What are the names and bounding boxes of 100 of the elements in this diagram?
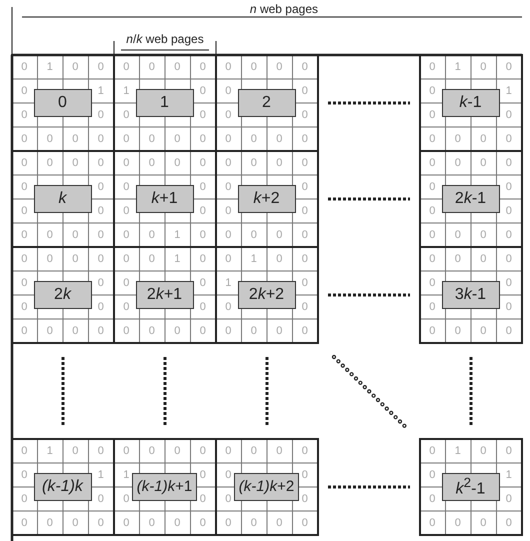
block-label: 2k+2 <box>238 280 296 308</box>
matrix-entry: 0 <box>21 156 28 168</box>
matrix-entry: 0 <box>200 492 206 504</box>
block-label: 0 <box>34 88 92 116</box>
matrix-entry: 0 <box>429 300 436 312</box>
matrix-entry: 0 <box>123 132 130 144</box>
matrix-entry: 0 <box>72 60 78 72</box>
matrix-entry: 0 <box>302 300 308 312</box>
block-label: k$^{2}$-1 <box>442 472 500 500</box>
matrix-entry: 0 <box>250 444 257 456</box>
matrix-entry: 0 <box>506 228 512 240</box>
matrix-entry: 1 <box>46 60 53 72</box>
block-label: 1 <box>136 88 194 116</box>
matrix-entry: 0 <box>506 132 512 144</box>
matrix-entry: 0 <box>72 252 78 264</box>
matrix-entry: 0 <box>276 324 282 336</box>
matrix-entry: 0 <box>225 516 232 528</box>
matrix-entry: 0 <box>302 276 308 288</box>
matrix-entry: 0 <box>429 204 436 216</box>
matrix-entry: 0 <box>200 108 206 120</box>
matrix-entry: 0 <box>506 252 512 264</box>
matrix-entry: 0 <box>72 516 78 528</box>
matrix-entry: 0 <box>276 444 282 456</box>
matrix-entry: 0 <box>429 516 436 528</box>
matrix-entry: 0 <box>250 60 257 72</box>
matrix-entry: 0 <box>200 324 206 336</box>
matrix-entry: 0 <box>250 228 257 240</box>
matrix-entry: 0 <box>506 324 512 336</box>
matrix-entry: 0 <box>506 516 512 528</box>
matrix-entry: 1 <box>123 468 130 480</box>
matrix-block <box>214 438 320 536</box>
matrix-entry: 0 <box>302 156 308 168</box>
matrix-entry: 0 <box>429 132 436 144</box>
matrix-entry: 0 <box>98 228 104 240</box>
matrix-entry: 0 <box>72 132 78 144</box>
matrix-entry: 0 <box>46 324 53 336</box>
matrix-entry: 0 <box>250 132 257 144</box>
matrix-block <box>418 54 524 152</box>
matrix-entry: 0 <box>98 492 104 504</box>
matrix-entry: 0 <box>225 180 232 192</box>
matrix-entry: 0 <box>21 60 28 72</box>
matrix-entry: 0 <box>302 492 308 504</box>
matrix-entry: 1 <box>123 84 130 96</box>
matrix-entry: 0 <box>506 444 512 456</box>
matrix-entry: 0 <box>225 60 232 72</box>
matrix-entry: 0 <box>225 204 232 216</box>
matrix-entry: 0 <box>200 60 206 72</box>
matrix-entry: 0 <box>250 516 257 528</box>
matrix-entry: 0 <box>506 300 512 312</box>
matrix-entry: 0 <box>174 324 180 336</box>
matrix-entry: 0 <box>174 132 180 144</box>
matrix-entry: 0 <box>302 252 308 264</box>
matrix-entry: 0 <box>148 156 155 168</box>
matrix-entry: 0 <box>46 516 53 528</box>
matrix-entry: 0 <box>200 276 206 288</box>
block-label: k-1 <box>442 88 500 116</box>
matrix-entry: 0 <box>148 132 155 144</box>
matrix-entry: 0 <box>123 180 130 192</box>
matrix-entry: 1 <box>454 60 461 72</box>
matrix-entry: 0 <box>21 300 28 312</box>
matrix-entry: 0 <box>429 180 436 192</box>
matrix-entry: 0 <box>302 516 308 528</box>
matrix-entry: 0 <box>506 156 512 168</box>
matrix-entry: 1 <box>250 252 257 264</box>
matrix-entry: 0 <box>21 204 28 216</box>
matrix-entry: 0 <box>454 132 461 144</box>
matrix-entry: 0 <box>72 324 78 336</box>
matrix-entry: 0 <box>506 204 512 216</box>
matrix-entry: 0 <box>200 228 206 240</box>
dimension-label: n web pages <box>250 2 318 16</box>
matrix-entry: 1 <box>174 228 180 240</box>
matrix-entry: 0 <box>123 60 130 72</box>
matrix-entry: 0 <box>302 324 308 336</box>
matrix-entry: 0 <box>429 228 436 240</box>
matrix-entry: 0 <box>302 228 308 240</box>
matrix-entry: 1 <box>46 444 53 456</box>
matrix-entry: 0 <box>225 444 232 456</box>
matrix-entry: 0 <box>276 132 282 144</box>
matrix-entry: 1 <box>225 276 232 288</box>
matrix-entry: 0 <box>276 228 282 240</box>
matrix-entry: 1 <box>174 252 180 264</box>
matrix-entry: 0 <box>123 324 130 336</box>
matrix-entry: 0 <box>72 444 78 456</box>
matrix-entry: 0 <box>21 84 28 96</box>
matrix-entry: 0 <box>276 60 282 72</box>
matrix-entry: 0 <box>429 108 436 120</box>
matrix-entry: 0 <box>148 228 155 240</box>
matrix-entry: 0 <box>429 444 436 456</box>
matrix-entry: 0 <box>454 324 461 336</box>
matrix-entry: 0 <box>21 492 28 504</box>
matrix-entry: 0 <box>429 492 436 504</box>
matrix-entry: 0 <box>480 156 486 168</box>
matrix-entry: 0 <box>72 156 78 168</box>
matrix-entry: 0 <box>480 516 486 528</box>
matrix-entry: 0 <box>21 276 28 288</box>
matrix-entry: 0 <box>200 252 206 264</box>
matrix-entry: 0 <box>302 132 308 144</box>
matrix-entry: 0 <box>429 324 436 336</box>
matrix-entry: 0 <box>21 444 28 456</box>
block-label: k <box>34 184 92 212</box>
